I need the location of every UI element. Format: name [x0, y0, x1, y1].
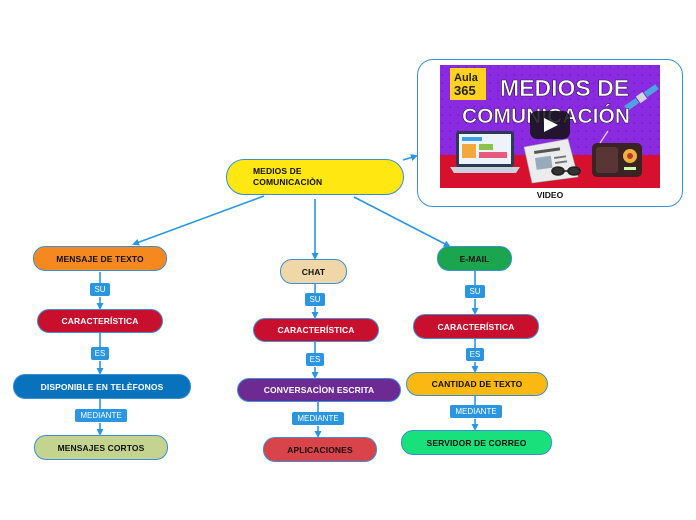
- relation-label-mediante: MEDIANTE: [292, 412, 344, 425]
- relation-label-es: ES: [466, 348, 484, 361]
- root-node-medios-de-comunicacion[interactable]: MEDIOS DE COMUNICACIÒN: [226, 159, 404, 195]
- connector-root-video: [402, 154, 418, 161]
- relation-label-es: ES: [306, 353, 324, 366]
- video-thumbnail-art: Aula 365 MEDIOS DE COMUNICACIÓN: [440, 65, 660, 188]
- node-disponible-en-telefonos[interactable]: DISPONIBLE EN TELÈFONOS: [13, 374, 191, 399]
- relation-label-es: ES: [91, 347, 109, 360]
- node-mensaje-de-texto[interactable]: MENSAJE DE TEXTO: [33, 246, 167, 271]
- node-caracteristica[interactable]: CARACTERÍSTICA: [253, 318, 379, 342]
- relation-label-su: SU: [465, 285, 485, 298]
- video-thumbnail[interactable]: Aula 365 MEDIOS DE COMUNICACIÓN: [440, 65, 660, 188]
- node-chat[interactable]: CHAT: [280, 259, 347, 284]
- satellite-icon: [624, 84, 659, 111]
- node-aplicaciones[interactable]: APLICACIONES: [263, 437, 377, 462]
- newspaper-icon: [523, 138, 579, 184]
- node-caracteristica[interactable]: CARACTERÍSTICA: [413, 314, 539, 339]
- node-e-mail[interactable]: E-MAIL: [437, 246, 512, 271]
- connector-root-mensaje: [132, 195, 265, 246]
- root-label: MEDIOS DE COMUNICACIÒN: [253, 166, 323, 187]
- video-label: VIDEO: [536, 190, 564, 200]
- connector-root-email: [353, 196, 451, 247]
- play-icon: [530, 111, 570, 139]
- svg-text:365: 365: [454, 83, 476, 98]
- relation-label-su: SU: [305, 293, 325, 306]
- node-cantidad-de-texto[interactable]: CANTIDAD DE TEXTO: [406, 372, 548, 396]
- radio-icon: [592, 130, 642, 177]
- svg-text:Aula: Aula: [454, 72, 479, 84]
- node-mensajes-cortos[interactable]: MENSAJES CORTOS: [34, 435, 168, 460]
- node-servidor-de-correo[interactable]: SERVIDOR DE CORREO: [401, 430, 552, 455]
- node-conversacion-escrita[interactable]: CONVERSACÌON ESCRITA: [237, 378, 401, 402]
- glasses-icon: [551, 166, 581, 176]
- laptop-icon: [450, 131, 520, 173]
- thumbnail-title-line1: MEDIOS DE: [500, 75, 629, 101]
- node-caracteristica[interactable]: CARACTERÍSTICA: [37, 309, 163, 333]
- relation-label-mediante: MEDIANTE: [75, 409, 127, 422]
- relation-label-mediante: MEDIANTE: [450, 405, 502, 418]
- relation-label-su: SU: [90, 283, 110, 296]
- aula365-logo: Aula 365: [450, 68, 486, 100]
